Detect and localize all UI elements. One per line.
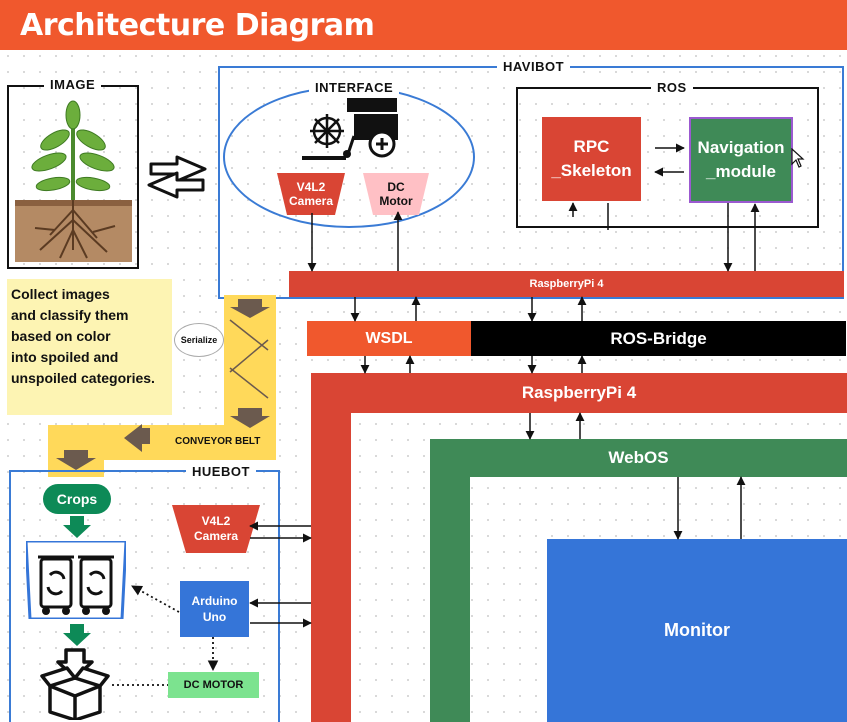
image-box-label: IMAGE (44, 77, 102, 92)
rpc-skeleton-box: RPC _Skeleton (542, 117, 641, 201)
raspberrypi-main-vertical (311, 373, 351, 722)
huebot-camera: V4L2 Camera (193, 514, 239, 543)
havibot-raspberrypi-bar: RaspberryPi 4 (289, 271, 844, 297)
box-package-icon (40, 648, 110, 720)
interface-camera: V4L2 Camera (288, 180, 334, 208)
raspberrypi-main-bar: RaspberryPi 4 (311, 373, 847, 413)
plant-icon (15, 100, 132, 262)
mouse-cursor-icon (791, 148, 805, 168)
huebot-camera-shape (172, 505, 260, 553)
serialize-badge: Serialize (174, 323, 224, 357)
recycle-bins-icon (26, 541, 126, 619)
interface-motor-shape (363, 173, 429, 215)
ros-label: ROS (651, 80, 693, 95)
down-arrow-icon (63, 516, 91, 538)
huebot-label: HUEBOT (186, 464, 256, 479)
huebot-frame (9, 470, 280, 722)
robot-machine-icon (302, 98, 398, 160)
crops-box: Crops (43, 484, 111, 514)
bidirectional-arrow-icon (147, 155, 207, 199)
classification-note: Collect images and classify them based o… (7, 279, 172, 415)
wsdl-box: WSDL (307, 321, 471, 356)
ros-bridge-box: ROS-Bridge (471, 321, 846, 356)
diagram-title: Architecture Diagram (0, 0, 847, 50)
interface-label: INTERFACE (309, 80, 400, 95)
havibot-label: HAVIBOT (497, 59, 571, 74)
webos-bar: WebOS (430, 439, 847, 477)
arduino-uno-box: Arduino Uno (180, 581, 249, 637)
navigation-module-box: Navigation _module (689, 117, 793, 203)
dc-motor-box: DC MOTOR (168, 672, 259, 698)
interface-dc-motor: DC Motor (379, 180, 413, 208)
monitor-box: Monitor (547, 539, 847, 722)
interface-camera-shape (277, 173, 345, 215)
conveyor-belt-label: CONVEYOR BELT (175, 436, 261, 447)
webos-vertical (430, 439, 470, 722)
down-arrow-icon (63, 624, 91, 646)
